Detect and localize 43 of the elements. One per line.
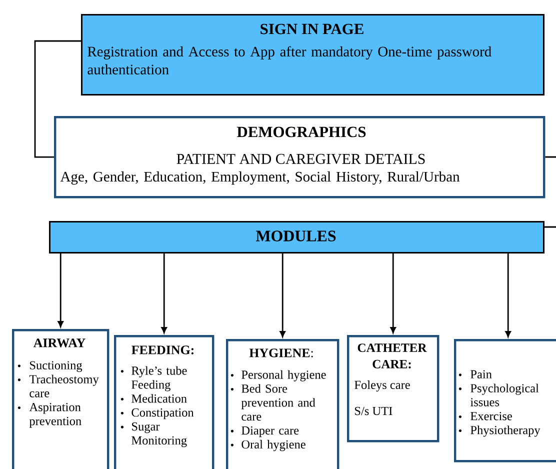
bullet-item: Psychological issues xyxy=(458,384,539,406)
arrow xyxy=(161,254,167,334)
header-bar xyxy=(49,221,544,254)
module-box xyxy=(347,334,440,442)
module-box xyxy=(454,338,556,462)
connector-line xyxy=(544,226,556,228)
body-text: S/s UTI xyxy=(355,406,392,416)
body-text: Foleys care xyxy=(354,380,410,392)
heading: HYGIENE: xyxy=(249,348,313,358)
connector-line xyxy=(34,40,81,158)
arrow xyxy=(505,254,511,338)
module-box xyxy=(114,334,214,469)
body-text: Age, Gender, Education, Employment, Social History, Rural/Urban xyxy=(60,171,460,185)
arrow xyxy=(58,254,64,328)
bullet-item: Physiotherapy xyxy=(458,426,540,437)
subheading: PATIENT AND CAREGIVER DETAILS xyxy=(176,154,425,164)
bullet-item: Pain xyxy=(458,370,492,378)
bullet-item: Diaper care xyxy=(230,426,299,438)
arrow xyxy=(390,254,396,334)
heading: AIRWAY xyxy=(33,338,86,348)
bullet-item: Tracheostomy care xyxy=(18,374,99,398)
module-box xyxy=(12,328,110,469)
heading: DEMOGRAPHICS xyxy=(237,126,366,138)
heading: SIGN IN PAGE xyxy=(260,24,364,34)
heading: FEEDING: xyxy=(132,346,194,354)
bullet-item: Constipation xyxy=(120,408,194,420)
bullet-item: Exercise xyxy=(458,412,512,420)
bullet-item: Bed Sore prevention and care xyxy=(230,384,316,421)
heading: CATHETER CARE: xyxy=(358,344,427,368)
bullet-item: Personal hygiene xyxy=(230,370,326,382)
bullet-item: Sugar Monitoring xyxy=(120,422,187,448)
section-box xyxy=(54,116,546,198)
bullet-item: Ryle’s tube Feeding xyxy=(120,366,187,392)
bullet-item: Aspiration prevention xyxy=(18,403,82,428)
connector-line xyxy=(545,156,556,158)
bullet-item: Oral hygiene xyxy=(230,440,306,452)
module-box xyxy=(226,338,340,469)
page-box xyxy=(81,14,544,96)
heading: MODULES xyxy=(256,230,336,242)
arrow xyxy=(280,254,286,338)
body-text: Registration and Access to App after mandatory One-time password authentication xyxy=(88,46,492,74)
bullet-item: Medication xyxy=(120,394,187,403)
bullet-item: Suctioning xyxy=(18,361,82,372)
